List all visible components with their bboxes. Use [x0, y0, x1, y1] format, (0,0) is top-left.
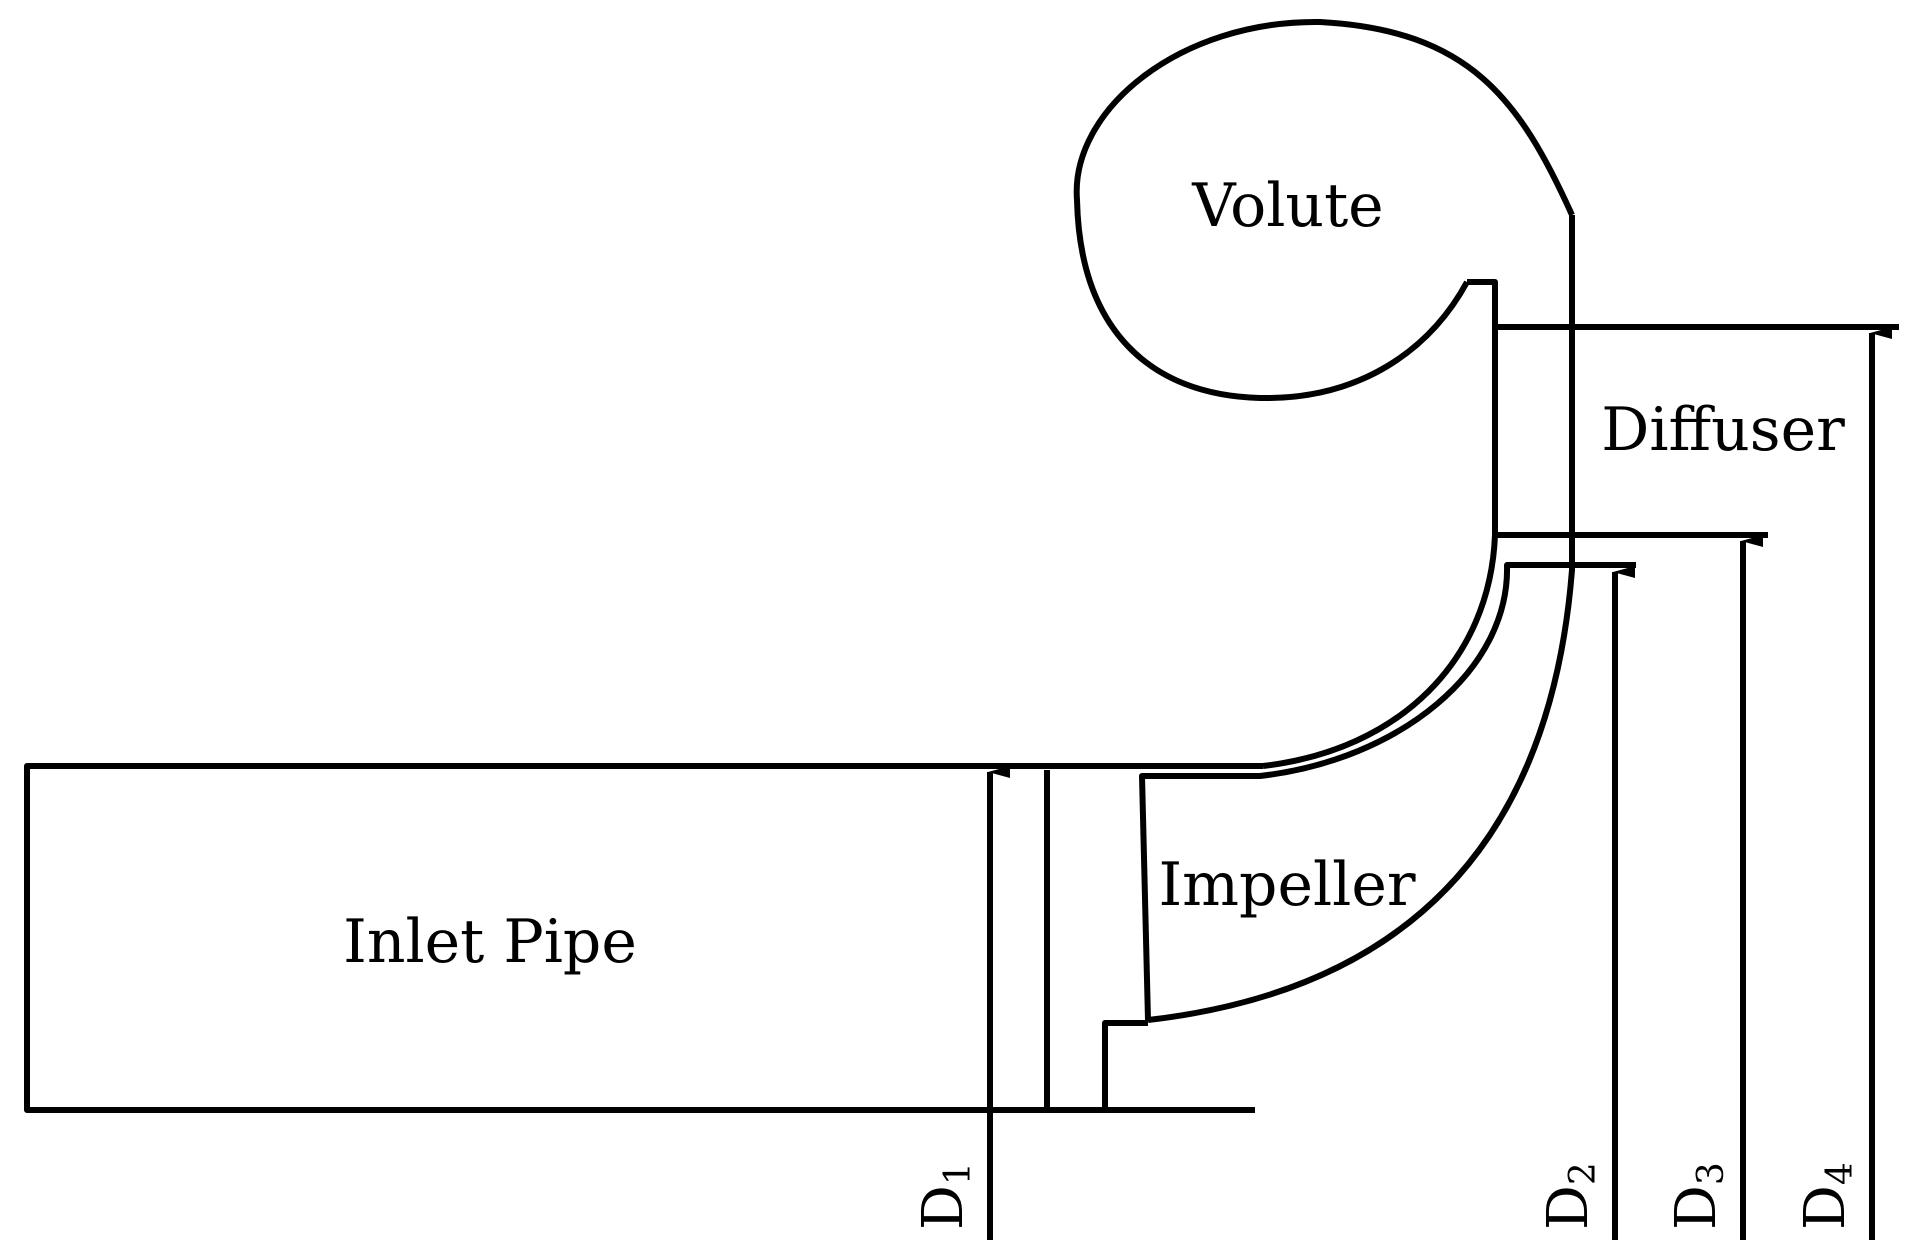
dimension-arrows — [987, 327, 1892, 1240]
diffuser-label: Diffuser — [1601, 395, 1845, 465]
d1-label: D1 — [911, 1162, 979, 1230]
inlet-pipe-label: Inlet Pipe — [343, 907, 637, 977]
diffuser-walls — [1467, 279, 1899, 538]
inlet-pipe — [24, 763, 1263, 1113]
impeller-label: Impeller — [1158, 850, 1415, 920]
impeller — [1139, 215, 1768, 1023]
volute-label: Volute — [1191, 171, 1383, 241]
volute — [1073, 18, 1575, 402]
d3-label: D3 — [1664, 1162, 1732, 1230]
d2-label: D2 — [1536, 1162, 1604, 1230]
d4-label: D4 — [1793, 1162, 1861, 1230]
